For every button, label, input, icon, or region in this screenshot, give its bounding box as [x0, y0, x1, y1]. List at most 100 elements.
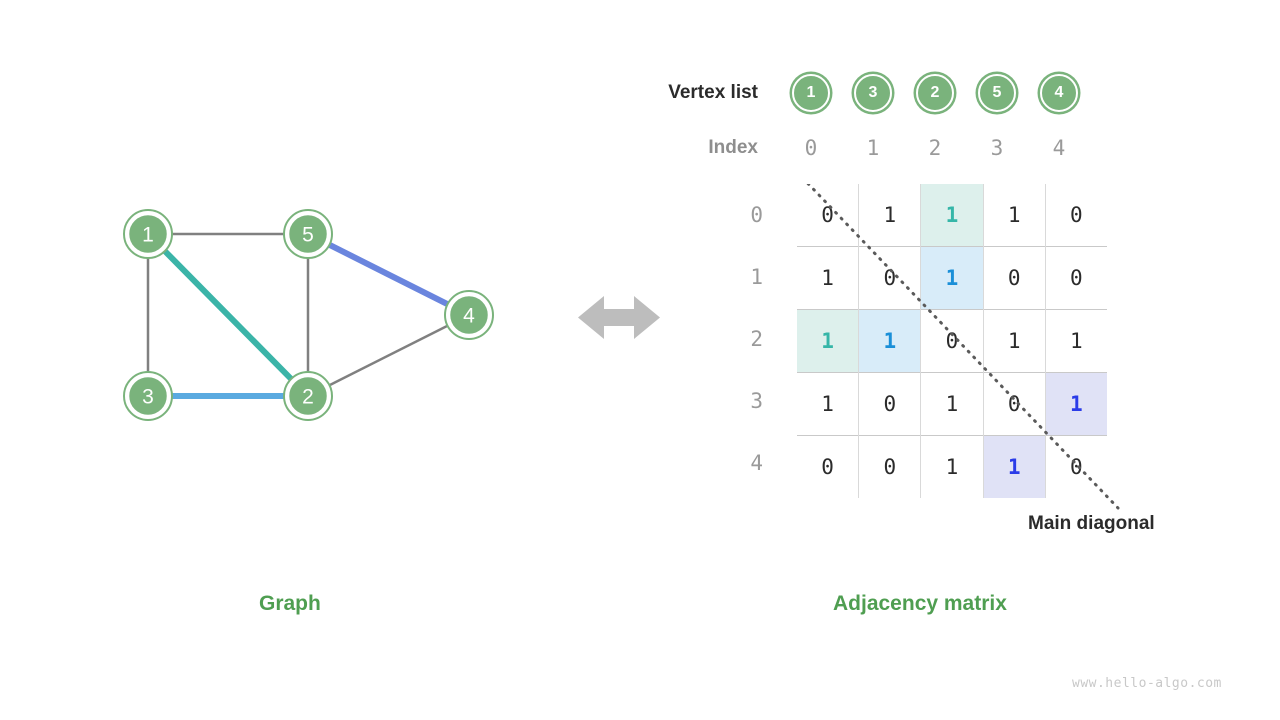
- matrix-cell-3-3[interactable]: 0: [983, 372, 1046, 436]
- vertex-chip-5[interactable]: 5: [978, 74, 1016, 112]
- graph-node-1[interactable]: 1: [123, 209, 173, 259]
- graph-edge-1-2: [162, 248, 294, 382]
- matrix-cell-1-4[interactable]: 0: [1045, 246, 1107, 310]
- column-index-2: 2: [928, 136, 942, 160]
- vertex-chip-2[interactable]: 2: [916, 74, 954, 112]
- matrix-cell-1-3[interactable]: 0: [983, 246, 1046, 310]
- matrix-cell-value: 1: [821, 266, 834, 290]
- column-index-3: 3: [990, 136, 1004, 160]
- matrix-cell-1-1[interactable]: 0: [858, 246, 922, 310]
- matrix-cell-value: 0: [1070, 455, 1083, 479]
- matrix-cell-value: 1: [945, 392, 959, 416]
- node-disc: [126, 212, 170, 256]
- graph-edge-5-4: [328, 242, 449, 307]
- matrix-cell-0-4[interactable]: 0: [1045, 184, 1107, 247]
- matrix-cell-value: 0: [1070, 266, 1083, 290]
- graph-node-2[interactable]: 2: [283, 371, 333, 421]
- watermark: www.hello-algo.com: [1072, 676, 1222, 691]
- row-index-3: 3: [750, 389, 763, 413]
- node-disc: [447, 293, 491, 337]
- row-index-4: 4: [750, 451, 763, 475]
- caption-matrix: Adjacency matrix: [833, 592, 1007, 615]
- row-index-0: 0: [750, 203, 763, 227]
- double-arrow-svg: [578, 296, 660, 339]
- matrix-cell-2-1[interactable]: 1: [858, 309, 922, 373]
- matrix-cell-1-0[interactable]: 1: [797, 246, 860, 310]
- vertex-chip-cell: 2: [904, 74, 966, 112]
- matrix-cell-2-2[interactable]: 0: [920, 309, 984, 373]
- matrix-cell-value: 1: [1070, 392, 1083, 416]
- matrix-cell-0-1[interactable]: 1: [858, 184, 922, 247]
- matrix-cell-4-0[interactable]: 0: [797, 435, 860, 498]
- matrix-cell-4-4[interactable]: 0: [1045, 435, 1107, 498]
- matrix-cell-3-2[interactable]: 1: [920, 372, 984, 436]
- matrix-cell-value: 0: [1007, 392, 1021, 416]
- graph-node-4[interactable]: 4: [444, 290, 494, 340]
- vertex-list-row-head: Vertex list: [640, 82, 780, 104]
- matrix-cell-value: 1: [945, 266, 959, 290]
- graph-node-3[interactable]: 3: [123, 371, 173, 421]
- graph-nodes: 1 5 4 3 2: [123, 209, 494, 421]
- matrix-cell-4-1[interactable]: 0: [858, 435, 922, 498]
- graph-edge-2-4: [328, 324, 449, 387]
- matrix-cell-value: 0: [1007, 266, 1021, 290]
- matrix-cell-value: 0: [1070, 203, 1083, 227]
- node-outer-ring: [123, 371, 173, 421]
- matrix-cell-2-0[interactable]: 1: [797, 309, 860, 373]
- matrix-cell-1-2[interactable]: 1: [920, 246, 984, 310]
- node-disc: [126, 374, 170, 418]
- matrix-cell-0-2[interactable]: 1: [920, 184, 984, 247]
- vertex-chip-cell: 4: [1028, 74, 1090, 112]
- column-index-1: 1: [866, 136, 880, 160]
- matrix-cell-2-4[interactable]: 1: [1045, 309, 1107, 373]
- main-diagonal-label: Main diagonal: [1028, 513, 1155, 534]
- column-index-4: 4: [1052, 136, 1066, 160]
- row-index-2: 2: [750, 327, 763, 351]
- matrix-row: 1 0 1 0 0: [797, 246, 1107, 310]
- matrix-cell-4-3[interactable]: 1: [983, 435, 1046, 498]
- matrix-cell-2-3[interactable]: 1: [983, 309, 1046, 373]
- matrix-cell-value: 1: [821, 329, 834, 353]
- matrix-cell-value: 0: [883, 266, 897, 290]
- node-outer-ring: [123, 209, 173, 259]
- matrix-cell-4-2[interactable]: 1: [920, 435, 984, 498]
- vertex-chip-3[interactable]: 3: [854, 74, 892, 112]
- matrix-cell-value: 0: [945, 329, 959, 353]
- row-index-1: 1: [750, 265, 763, 289]
- matrix-cell-value: 0: [821, 455, 834, 479]
- matrix-cell-value: 0: [821, 203, 834, 227]
- graph-node-5[interactable]: 5: [283, 209, 333, 259]
- matrix-cell-value: 0: [883, 392, 897, 416]
- node-label: 5: [302, 224, 314, 247]
- matrix-cell-value: 1: [945, 203, 959, 227]
- matrix-cell-3-4[interactable]: 1: [1045, 372, 1107, 436]
- caption-graph: Graph: [259, 592, 321, 615]
- matrix-cell-0-0[interactable]: 0: [797, 184, 860, 247]
- node-label: 1: [142, 224, 154, 247]
- matrix-cell-3-1[interactable]: 0: [858, 372, 922, 436]
- vertex-chip-1[interactable]: 1: [792, 74, 830, 112]
- matrix-cell-value: 1: [1007, 203, 1021, 227]
- node-outer-ring: [283, 371, 333, 421]
- index-row: Index 0 1 2 3 4: [640, 126, 1180, 170]
- matrix-cell-value: 1: [1007, 455, 1021, 479]
- vertex-chip-cell: 3: [842, 74, 904, 112]
- column-index-list: 0 1 2 3 4: [780, 136, 1090, 160]
- matrix-cell-3-0[interactable]: 1: [797, 372, 860, 436]
- index-row-head: Index: [640, 137, 780, 159]
- vertex-chip-4[interactable]: 4: [1040, 74, 1078, 112]
- matrix-cell-0-3[interactable]: 1: [983, 184, 1046, 247]
- double-arrow-horizontal-icon: [578, 290, 660, 345]
- row-index-list: 0 1 2 3 4: [640, 184, 797, 494]
- graph-panel: 1 5 4 3 2: [40, 150, 560, 480]
- column-index-0: 0: [804, 136, 818, 160]
